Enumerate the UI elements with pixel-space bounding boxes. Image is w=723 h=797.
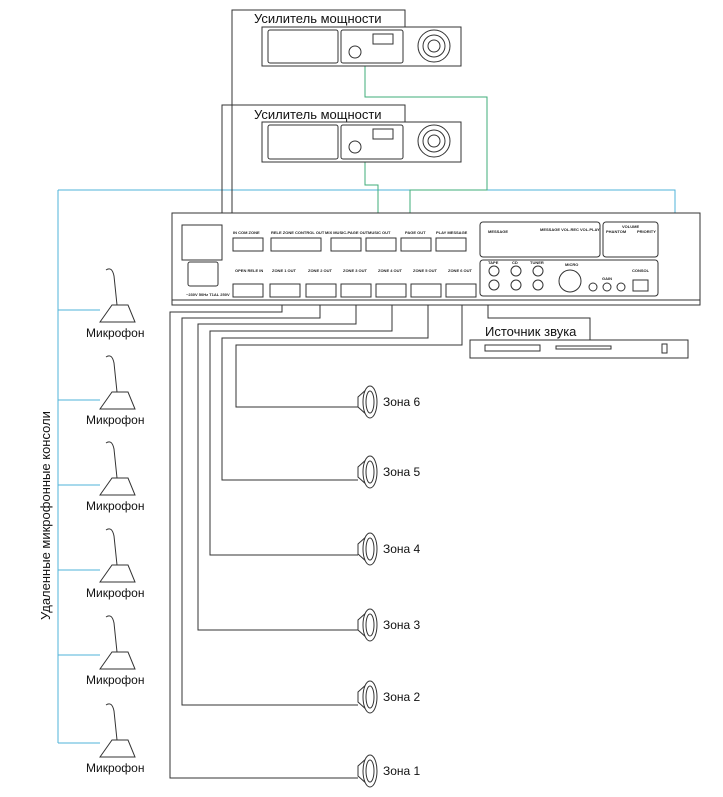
- power-amplifier-1: [261, 26, 462, 67]
- microphone-icon: [99, 477, 136, 496]
- rca-inputs: [488, 265, 544, 291]
- port-label: ZONE 6 OUT: [448, 268, 473, 273]
- port-label: RELE ZONE CONTROL OUT: [271, 230, 325, 235]
- port-label: ZONE 1 OUT: [272, 268, 297, 273]
- control-label: VOLUME: [622, 224, 639, 229]
- zone-speaker: Зона 4: [357, 532, 421, 566]
- sound-source-device: [469, 339, 689, 359]
- input-label: MICRO: [565, 262, 578, 267]
- amplifier-1-label: Усилитель мощности: [254, 11, 382, 26]
- microphone-icon: [99, 564, 136, 583]
- port-label: PLAY MESSAGE: [436, 230, 468, 235]
- port-label: ZONE 4 OUT: [378, 268, 403, 273]
- remote-consoles-label: Удаленные микрофонные консоли: [38, 411, 53, 620]
- port-label: MUSIC OUT: [368, 230, 391, 235]
- xlr-mic-input: [558, 269, 582, 293]
- microphone-label: Микрофон: [86, 673, 144, 687]
- microphone-label: Микрофон: [86, 586, 144, 600]
- microphone-console: Микрофон: [86, 441, 144, 513]
- port-label: PAGE OUT: [405, 230, 426, 235]
- zone-label: Зона 5: [383, 465, 421, 479]
- zone-label: Зона 3: [383, 618, 421, 632]
- port-label: IN COM ZONE: [233, 230, 260, 235]
- input-label: CD: [512, 260, 518, 265]
- fan-grille-icon: [417, 124, 451, 158]
- microphone-label: Микрофон: [86, 499, 144, 513]
- power-label: ~230V 50Hz T1AL 250V: [186, 292, 230, 297]
- port-label: ZONE 5 OUT: [413, 268, 438, 273]
- zone-wires: [169, 290, 591, 779]
- control-label: MESSAGE VOL.REC VOL.PLAY: [540, 227, 600, 232]
- zone-speaker: Зона 1: [357, 754, 421, 788]
- microphone-console: Микрофон: [86, 268, 144, 340]
- port-label: MIX MUSIC-PAGE OUT: [325, 230, 369, 235]
- port-label: ZONE 2 OUT: [308, 268, 333, 273]
- input-label: CONSOL: [632, 268, 650, 273]
- zone-label: Зона 4: [383, 542, 421, 556]
- top-terminal-blocks: IN COM ZONE RELE ZONE CONTROL OUT MIX MU…: [232, 230, 468, 252]
- zone-speaker: Зона 6: [357, 385, 421, 419]
- microphone-label: Микрофон: [86, 413, 144, 427]
- microphone-label: Микрофон: [86, 761, 144, 775]
- zone-speaker: Зона 3: [357, 608, 421, 642]
- input-label: TUNER: [530, 260, 544, 265]
- port-label: ZONE 3 OUT: [343, 268, 368, 273]
- zone-label: Зона 1: [383, 764, 421, 778]
- microphone-console: Микрофон: [86, 528, 144, 600]
- consol-rj45-port: [632, 279, 649, 292]
- input-label: TAPE: [488, 260, 499, 265]
- main-mixer-unit: ~230V 50Hz T1AL 250V TAPE CD TUNER MICRO…: [171, 212, 701, 306]
- zone-label: Зона 2: [383, 690, 421, 704]
- control-label: MESSAGE: [488, 229, 508, 234]
- bottom-terminal-blocks: OPEN RELE IN ZONE 1 OUT ZONE 2 OUT ZONE …: [232, 268, 477, 298]
- microphone-console: Микрофон: [86, 703, 144, 775]
- microphone-icon: [99, 739, 136, 758]
- zone-speaker: Зона 5: [357, 455, 421, 489]
- control-label: PHANTOM: [606, 229, 627, 234]
- zone-speaker: Зона 2: [357, 680, 421, 714]
- microphone-console: Микрофон: [86, 355, 144, 427]
- microphone-icon: [99, 304, 136, 323]
- control-label: PRIORITY: [637, 229, 656, 234]
- amplifier-2-label: Усилитель мощности: [254, 107, 382, 122]
- source-label: Источник звука: [485, 324, 577, 339]
- port-label: OPEN RELE IN: [235, 268, 263, 273]
- microphone-console: Микрофон: [86, 615, 144, 687]
- fan-grille-icon: [417, 29, 451, 63]
- input-label: GAIN: [602, 276, 612, 281]
- microphone-icon: [99, 651, 136, 670]
- power-amplifier-2: [261, 121, 462, 163]
- microphone-icon: [99, 391, 136, 410]
- microphone-label: Микрофон: [86, 326, 144, 340]
- zone-label: Зона 6: [383, 395, 421, 409]
